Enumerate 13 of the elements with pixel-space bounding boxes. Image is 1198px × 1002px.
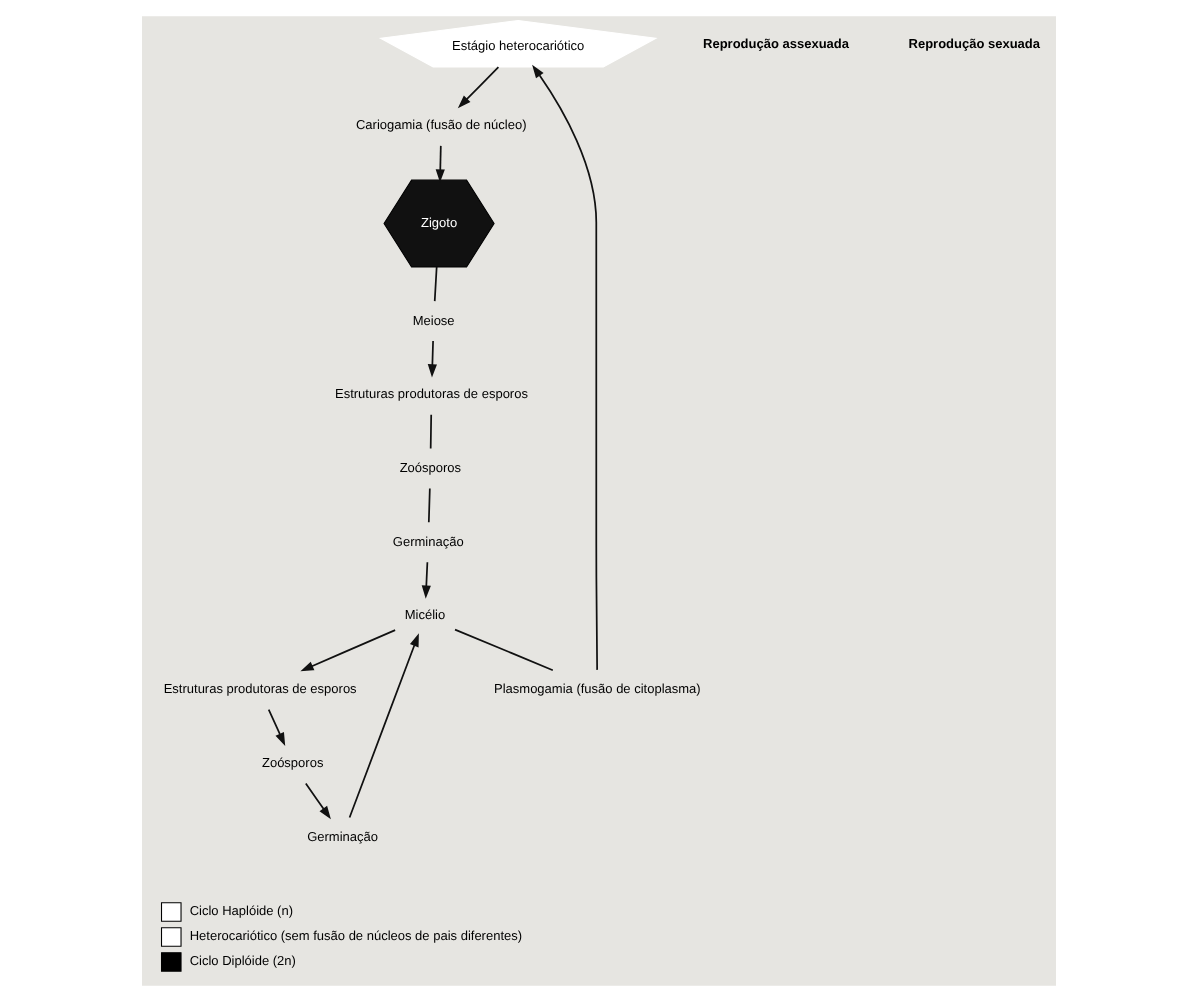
- arrow: [435, 145, 445, 183]
- connector: [427, 487, 431, 524]
- arrow: [348, 633, 419, 819]
- connector: [429, 413, 433, 450]
- arrow: [304, 782, 331, 820]
- arrow: [427, 340, 437, 378]
- arrow: [300, 629, 396, 672]
- arrow: [421, 561, 431, 599]
- arrow: [267, 708, 286, 746]
- connector: [433, 266, 438, 303]
- arrow: [457, 66, 500, 109]
- connector: [454, 628, 554, 672]
- arrow: [532, 64, 598, 671]
